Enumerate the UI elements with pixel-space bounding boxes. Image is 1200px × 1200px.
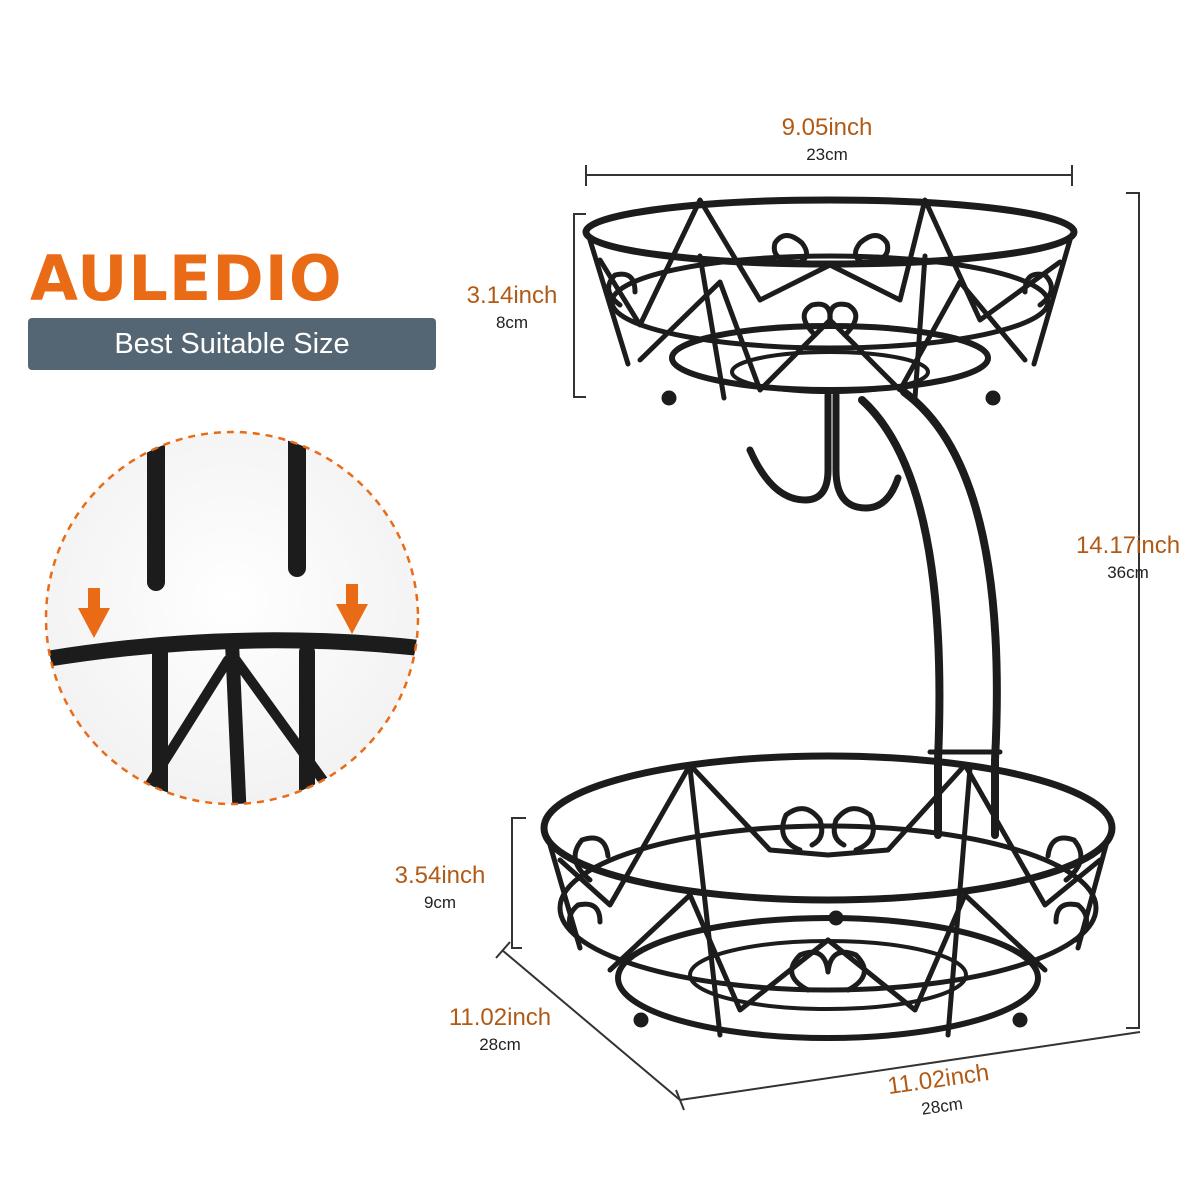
detail-zoom-circle bbox=[44, 430, 420, 806]
top-width-inch: 9.05inch bbox=[781, 114, 873, 141]
top-height-cm: 8cm bbox=[495, 313, 529, 332]
total-height-label: 14.17inch 36cm bbox=[1058, 532, 1198, 582]
upper-basket bbox=[582, 196, 1078, 406]
bottom-depth-label: 11.02inch 28cm bbox=[430, 1004, 570, 1054]
fruit-basket-stand bbox=[540, 196, 1116, 1041]
down-arrow-icon bbox=[336, 584, 368, 634]
bottom-depth-cm: 28cm bbox=[479, 1035, 521, 1054]
size-banner: Best Suitable Size bbox=[28, 318, 436, 370]
brand-logo: AULEDIO bbox=[30, 242, 343, 315]
total-height-cm: 36cm bbox=[1107, 563, 1149, 582]
top-width-cm: 23cm bbox=[806, 145, 848, 164]
total-height-inch: 14.17inch bbox=[1075, 532, 1181, 559]
top-height-inch: 3.14inch bbox=[466, 282, 558, 309]
bottom-depth-inch: 11.02inch bbox=[448, 1004, 552, 1031]
dimension-lines bbox=[495, 165, 1141, 1111]
top-height-label: 3.14inch 8cm bbox=[442, 282, 582, 332]
down-arrow-icon bbox=[78, 588, 110, 638]
lower-basket bbox=[540, 752, 1116, 1041]
bottom-height-inch: 3.54inch bbox=[394, 862, 486, 889]
bottom-height-cm: 9cm bbox=[423, 893, 457, 912]
bottom-height-label: 3.54inch 9cm bbox=[370, 862, 510, 912]
top-width-label: 9.05inch 23cm bbox=[727, 114, 927, 164]
